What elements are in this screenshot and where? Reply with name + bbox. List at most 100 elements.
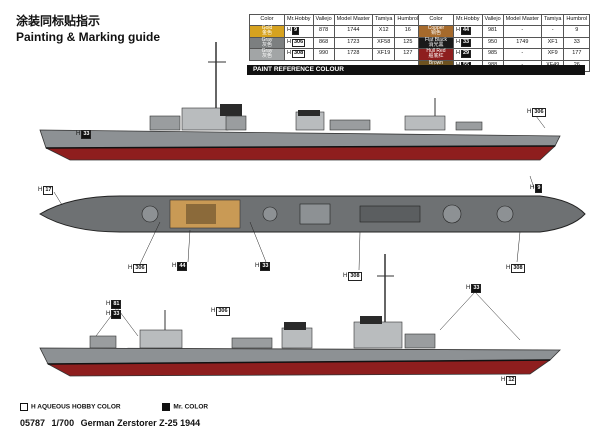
header-vallejo: Vallejo — [481, 14, 504, 26]
header-color: Color — [249, 14, 285, 26]
callout-h: H — [530, 185, 535, 191]
callout-h: H — [211, 308, 216, 314]
callout-code: 12 — [506, 376, 517, 385]
color-name-cn: 船底红 — [428, 53, 444, 60]
callout-leaders — [53, 115, 546, 341]
model-master-cell: 1728 — [333, 48, 373, 61]
paint-reference-bar: PAINT REFERENCE COLOUR — [247, 65, 585, 75]
tamiya-cell: XF58 — [371, 36, 396, 49]
color-table-left-header: Color Mr.Hobby Vallejo Model Master Tami… — [249, 14, 422, 26]
h-label: H — [456, 38, 460, 45]
h-label: H — [287, 38, 291, 45]
humbrol-cell: 33 — [563, 36, 591, 49]
callout-code: 33 — [81, 130, 92, 139]
h-code: 33 — [460, 38, 472, 47]
callout-h: H — [128, 265, 133, 271]
h-label: H — [287, 50, 291, 57]
callout-code: 33 — [260, 262, 271, 271]
callout-code: 308 — [511, 264, 525, 273]
h-label: H — [456, 50, 460, 57]
humbrol-cell: 9 — [563, 25, 591, 38]
color-table-right-header: Color Mr.Hobby Vallejo Model Master Tami… — [418, 14, 591, 26]
legend-aqueous-label: AQUEOUS HOBBY COLOR — [37, 403, 121, 411]
callout-h: H — [343, 273, 348, 279]
title-chinese: 涂装同标贴指示 — [16, 14, 101, 28]
legend-aqueous: H AQUEOUS HOBBY COLOR — [20, 403, 121, 411]
color-name: Copper — [427, 25, 445, 31]
callout-h: H — [38, 187, 43, 193]
tamiya-cell: X12 — [371, 25, 396, 38]
legend-aqueous-swatch — [20, 403, 28, 411]
callout-h: H — [255, 263, 260, 269]
header-color: Color — [418, 14, 454, 26]
callout-code: 306 — [133, 264, 147, 273]
header-tamiya: Tamiya — [540, 14, 565, 26]
color-name: Gray — [261, 48, 273, 54]
callout-h: H — [527, 109, 532, 115]
model-master-cell: 1744 — [333, 25, 373, 38]
color-name: Brown — [428, 59, 444, 66]
tamiya-cell: XF9 — [540, 48, 565, 61]
header-mrhobby: Mr.Hobby — [453, 14, 483, 26]
callout-h: H — [172, 263, 177, 269]
tamiya-cell: XF19 — [371, 48, 396, 61]
color-name-cn: 灰色 — [261, 41, 272, 48]
humbrol-cell: 125 — [394, 36, 422, 49]
ship-profile-bottom — [39, 254, 561, 377]
color-name: Hull Red — [426, 48, 446, 54]
callout-h: H — [76, 131, 81, 137]
callout-code: 81 — [111, 300, 122, 309]
header-mrhobby: Mr.Hobby — [284, 14, 314, 26]
callout-code: 306 — [216, 307, 230, 316]
color-table-right: Color Mr.Hobby Vallejo Model Master Tami… — [418, 14, 591, 72]
callout-code: 33 — [471, 284, 482, 293]
callout-code: 308 — [348, 272, 362, 281]
callout-h: H — [106, 311, 111, 317]
h-code: 9 — [291, 27, 300, 36]
humbrol-cell: 177 — [563, 48, 591, 61]
callout-h: H — [506, 265, 511, 271]
color-name-cn: 金色 — [261, 30, 272, 37]
header-humbrol: Humbrol — [394, 14, 422, 26]
legend: H AQUEOUS HOBBY COLOR Mr. COLOR — [20, 403, 248, 411]
header-vallejo: Vallejo — [312, 14, 335, 26]
legend-aqueous-prefix: H — [31, 403, 36, 411]
header-model-master: Model Master — [333, 14, 373, 26]
h-code: 308 — [291, 50, 306, 59]
color-name-cn: 消光黑 — [428, 41, 444, 48]
color-table-left: Color Mr.Hobby Vallejo Model Master Tami… — [249, 14, 422, 61]
tamiya-cell: - — [540, 25, 565, 38]
callout-h: H — [501, 377, 506, 383]
callout-code: 306 — [532, 108, 546, 117]
header-tamiya: Tamiya — [371, 14, 396, 26]
tamiya-cell: XF1 — [540, 36, 565, 49]
title-english: Painting & Marking guide — [16, 30, 161, 44]
h-code: 306 — [291, 38, 306, 47]
product-code: 05787 — [20, 418, 46, 428]
header-humbrol: Humbrol — [563, 14, 591, 26]
ship-profile-top — [39, 42, 561, 161]
product-name: German Zerstorer Z-25 1944 — [80, 418, 201, 428]
h-label: H — [456, 27, 460, 34]
